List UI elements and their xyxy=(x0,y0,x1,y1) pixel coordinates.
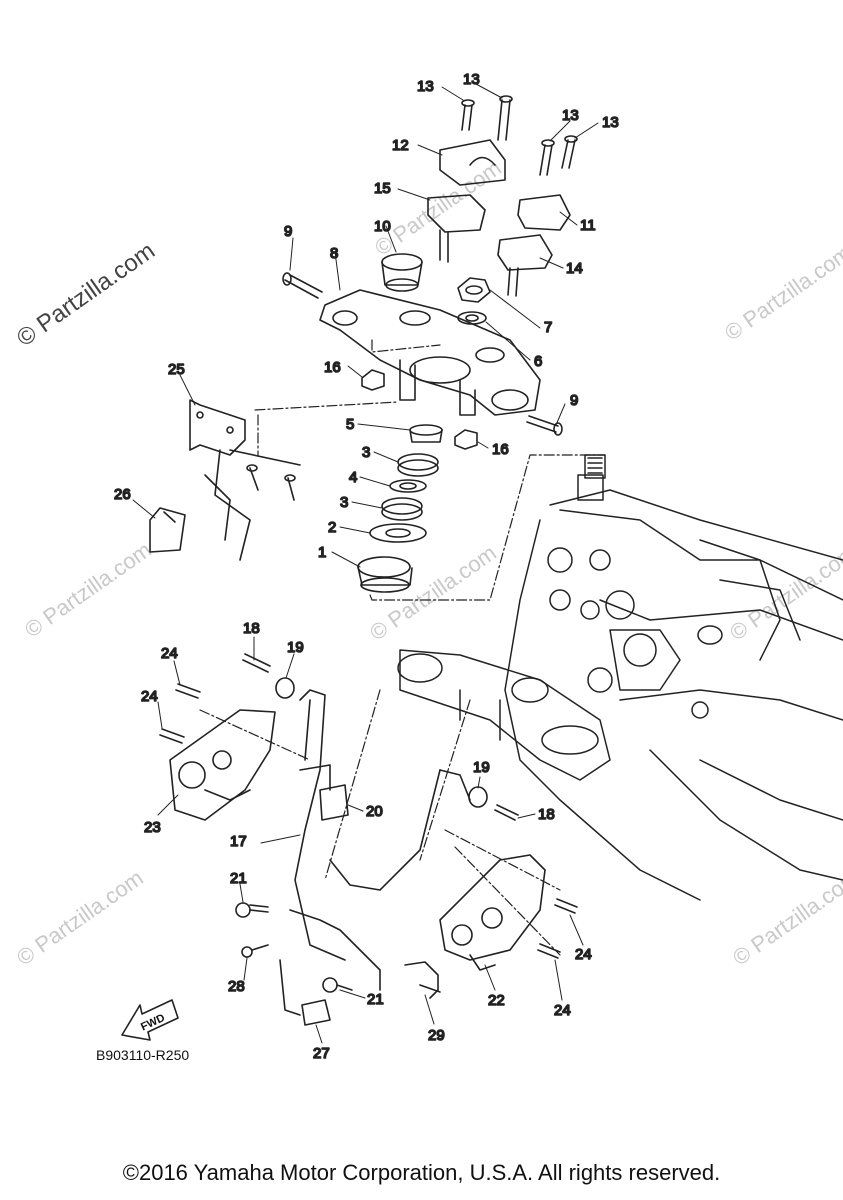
callout-11: 11 xyxy=(580,217,596,234)
footrest-plate-23 xyxy=(169,709,276,821)
block-20 xyxy=(319,784,349,821)
callout-22: 22 xyxy=(488,992,505,1009)
bolt-18-right xyxy=(494,804,519,821)
footrest-bracket-17 xyxy=(279,689,471,1016)
callout-24: 24 xyxy=(554,1002,571,1019)
diagram-reference-code: B903110-R250 xyxy=(96,1047,190,1063)
callout-17: 17 xyxy=(230,833,247,850)
callout-12: 12 xyxy=(392,137,409,154)
handlebar-upper-holder-12 xyxy=(439,139,506,186)
callout-3: 3 xyxy=(362,444,370,461)
callout-24: 24 xyxy=(575,946,592,963)
callout-27: 27 xyxy=(313,1045,330,1062)
damper-19-right xyxy=(468,786,488,808)
callout-26: 26 xyxy=(114,486,131,503)
washer-6 xyxy=(457,311,487,325)
callout-16: 16 xyxy=(492,441,509,458)
callout-24: 24 xyxy=(141,688,158,705)
bracket-29 xyxy=(404,961,441,999)
screws-25 xyxy=(246,464,296,501)
bolt-28 xyxy=(241,944,269,958)
callout-8: 8 xyxy=(330,245,338,262)
bolt-21-lower xyxy=(322,977,353,993)
assembly-leader-lines xyxy=(199,339,606,956)
handlebar-upper-holder-11 xyxy=(517,194,571,231)
nut-16-right xyxy=(454,429,478,450)
callout-1: 1 xyxy=(318,544,326,561)
callout-21: 21 xyxy=(367,991,384,1008)
callout-13: 13 xyxy=(417,78,434,95)
bearing-cover-2 xyxy=(369,523,427,543)
callout-13: 13 xyxy=(602,114,619,131)
bolts-24-right xyxy=(537,898,578,959)
footrest-plate-22 xyxy=(439,854,546,971)
callout-14: 14 xyxy=(566,260,583,277)
callout-19: 19 xyxy=(287,639,304,656)
callout-2: 2 xyxy=(328,519,336,536)
washer-10 xyxy=(381,253,423,292)
callout-5: 5 xyxy=(346,416,354,433)
callout-10: 10 xyxy=(374,218,391,235)
callout-9: 9 xyxy=(570,392,578,409)
callout-13: 13 xyxy=(562,107,579,124)
damper-19-left xyxy=(275,677,295,699)
callout-6: 6 xyxy=(534,353,542,370)
callout-7: 7 xyxy=(544,319,552,336)
callout-20: 20 xyxy=(366,803,383,820)
fwd-arrow-icon xyxy=(121,999,179,1041)
ring-nut-5 xyxy=(409,424,443,443)
callout-13: 13 xyxy=(463,71,480,88)
copyright-notice: ©2016 Yamaha Motor Corporation, U.S.A. A… xyxy=(122,1160,721,1185)
callout-15: 15 xyxy=(374,180,391,197)
callout-24: 24 xyxy=(161,645,178,662)
nut-16-left xyxy=(361,369,385,391)
washer-4 xyxy=(389,479,427,493)
steering-stem-nut-7 xyxy=(457,277,491,303)
callout-16: 16 xyxy=(324,359,341,376)
callout-3: 3 xyxy=(340,494,348,511)
bolts-24-left xyxy=(159,683,201,744)
bolt-9-left xyxy=(282,272,323,299)
callout-28: 28 xyxy=(228,978,245,995)
bolt-21-upper xyxy=(235,902,269,918)
callout-21: 21 xyxy=(230,870,247,887)
ring-nut-3-upper xyxy=(397,453,439,477)
callout-19: 19 xyxy=(473,759,490,776)
callout-leaders xyxy=(132,83,599,1044)
callout-18: 18 xyxy=(538,806,555,823)
callout-9: 9 xyxy=(284,223,292,240)
bolt-18-left xyxy=(242,653,271,673)
callout-29: 29 xyxy=(428,1027,445,1044)
bolt-9-right xyxy=(526,415,563,436)
bracket-25 xyxy=(189,399,301,561)
handlebar-lower-holder-15 xyxy=(427,194,486,263)
bolts-13 xyxy=(461,95,578,176)
bearing-1 xyxy=(357,556,413,593)
callout-23: 23 xyxy=(144,819,161,836)
upper-bracket xyxy=(319,289,541,416)
clip-27 xyxy=(301,999,331,1026)
tag-26 xyxy=(149,507,186,553)
callout-25: 25 xyxy=(168,361,185,378)
callout-4: 4 xyxy=(349,469,357,486)
ring-nut-3-lower xyxy=(381,497,423,521)
callout-18: 18 xyxy=(243,620,260,637)
handlebar-lower-holder-14 xyxy=(497,234,553,297)
motorcycle-frame xyxy=(397,454,843,901)
